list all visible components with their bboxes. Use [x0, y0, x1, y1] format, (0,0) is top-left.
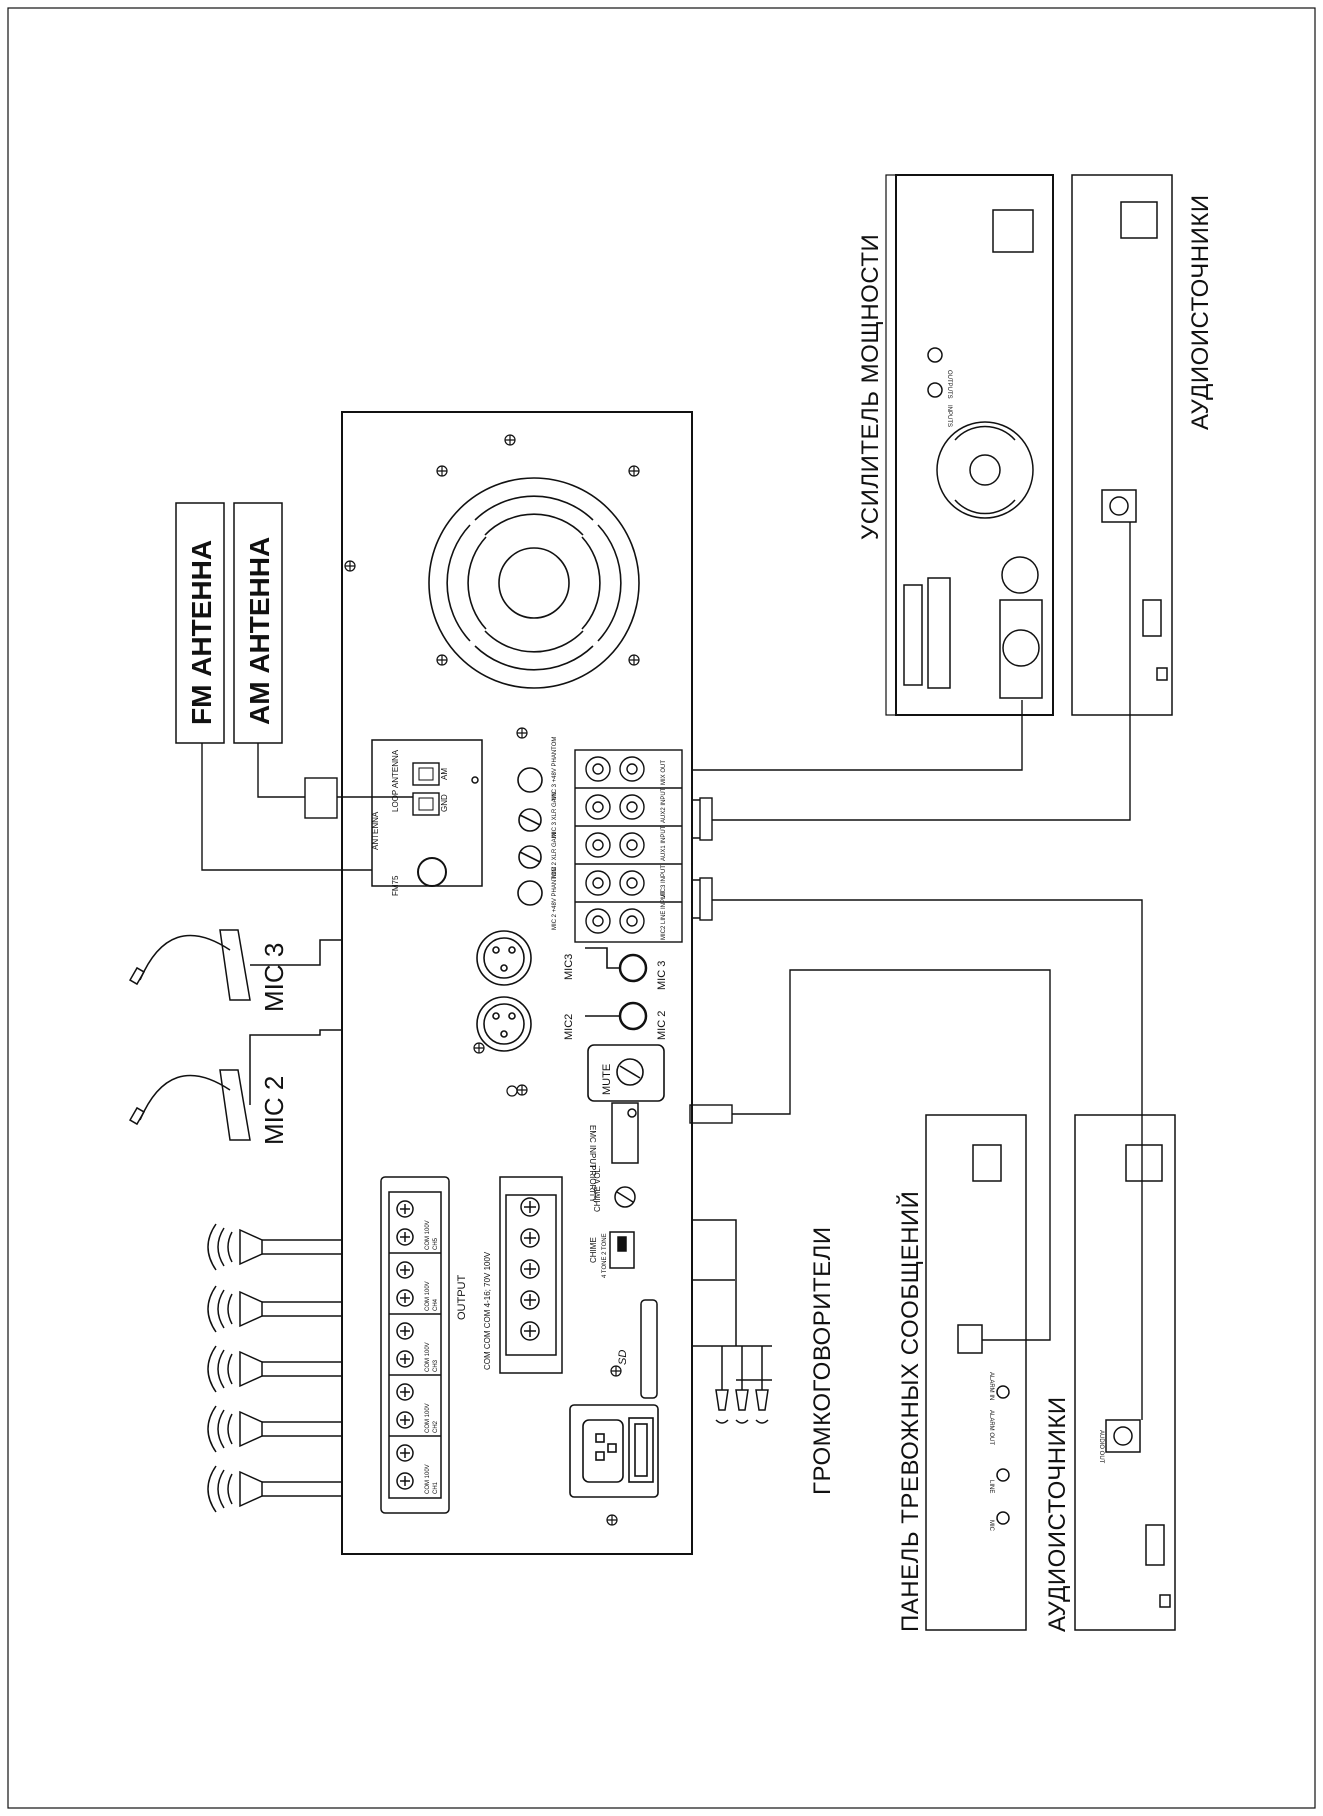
speakers-label: ГРОМКОГОВОРИТЕЛИ — [809, 1226, 836, 1495]
ch2-terms: COM 100V — [425, 1403, 431, 1433]
alarm-out-label: ALARM OUT — [988, 1410, 994, 1445]
main-amplifier-panel: ANTENNA FM75 LOOP ANTENNA GND AM MIC 3 +… — [341, 411, 693, 1555]
loop-antenna-label: LOOP ANTENNA — [391, 749, 400, 812]
mute-control — [587, 1044, 665, 1102]
aux1-input-label: AUX1 INPUT — [661, 825, 667, 861]
am-label: AM — [440, 768, 449, 780]
fan-grille — [428, 477, 640, 689]
page-border — [7, 7, 1316, 1809]
power-inlet — [569, 1404, 659, 1498]
mic3-port-label: MIC 3 — [656, 961, 668, 990]
ch4-label: CH4 — [433, 1298, 439, 1311]
antenna-wires — [201, 743, 413, 871]
ch5-label: CH5 — [433, 1237, 439, 1250]
chime-vol-label: CHIME VOL. — [593, 1166, 602, 1212]
alarm-panel — [925, 1114, 1027, 1631]
mic2-jack-label: MIC2 — [563, 1014, 575, 1040]
screw-icons — [344, 434, 640, 1526]
mic3-input-label: MIC3 INPUT — [661, 865, 667, 899]
com-row-label: COM COM COM 4-16; 70V 100V — [483, 1251, 492, 1370]
ch2-label: CH2 — [433, 1420, 439, 1433]
mic-label: MIC — [988, 1520, 994, 1532]
ch1-label: CH1 — [433, 1481, 439, 1494]
xlr-connectors — [476, 930, 648, 1052]
mic3-label: MIC 3 — [259, 943, 289, 1012]
audio-sources-bottom — [1074, 1114, 1176, 1631]
mute-label: MUTE — [601, 1064, 613, 1095]
mic2-xlr-gain-label: MIC 2 XLR GAIN — [552, 832, 558, 878]
mic3-microphone — [129, 929, 342, 1001]
emc-input-label: EMC INPUT — [588, 1125, 597, 1169]
am-antenna-label: AM АНТЕННА — [244, 537, 275, 725]
connection-wires — [689, 522, 1143, 1420]
amp-outputs-label: OUTPUTS — [946, 370, 952, 399]
antenna-label: ANTENNA — [371, 811, 380, 850]
sd-slot — [640, 1299, 658, 1399]
power-amp-label: УСИЛИТЕЛЬ МОЩНОСТИ — [857, 234, 884, 540]
alarm-panel-label: ПАНЕЛЬ ТРЕВОЖНЫХ СООБЩЕНИЙ — [896, 1191, 924, 1632]
ch3-label: CH3 — [433, 1359, 439, 1372]
channel-terminal-block — [380, 1176, 450, 1514]
aux2-input-label: AUX2 INPUT — [661, 787, 667, 823]
line-label: LINE — [988, 1480, 994, 1493]
audio-out-label: AUDIO OUT — [1098, 1430, 1104, 1464]
gain-controls — [517, 767, 543, 906]
mic2-label: MIC 2 — [259, 1076, 289, 1145]
fm-antenna-label: FM АНТЕННА — [186, 540, 217, 725]
rca-jack-block — [574, 749, 683, 943]
ch1-terms: COM 100V — [425, 1464, 431, 1494]
emc-terminal — [611, 1102, 639, 1164]
gnd-label: GND — [440, 794, 449, 812]
amp-inputs-label: INPUTS — [946, 405, 952, 427]
chime-tone-label: 4 TONE 2 TONE — [602, 1233, 608, 1278]
fm-antenna-box — [175, 502, 225, 744]
audio-sources-top-label: АУДИОИСТОЧНИКИ — [1187, 194, 1214, 430]
mix-out-label: MIX OUT — [661, 760, 667, 785]
fm75-label: FM75 — [391, 875, 400, 896]
audio-sources-bottom-label: АУДИОИСТОЧНИКИ — [1044, 1396, 1071, 1632]
antenna-block — [371, 739, 483, 887]
mic2-line-input-label: MIC2 LINE INPUT — [661, 891, 667, 940]
sd-label: SD — [617, 1350, 629, 1365]
chime-controls — [609, 1186, 636, 1269]
alarm-in-label: ALARM IN — [988, 1372, 994, 1400]
mic2-microphone — [129, 1029, 342, 1141]
audio-sources-top — [1071, 174, 1173, 716]
priority-label: PRIORITY — [588, 1165, 597, 1203]
ch5-terms: COM 100V — [425, 1220, 431, 1250]
mic2-port-label: MIC 2 — [656, 1011, 668, 1040]
mic3-xlr-gain-label: MIC 3 XLR GAIN — [552, 792, 558, 838]
output-terminal-block — [499, 1176, 563, 1374]
ch3-terms: COM 100V — [425, 1342, 431, 1372]
chime-label: CHIME — [589, 1237, 598, 1263]
mic3-phantom-label: MIC 3 +48V PHANTOM — [552, 737, 558, 800]
ch4-terms: COM 100V — [425, 1281, 431, 1311]
output-label: OUTPUT — [456, 1275, 468, 1321]
mic2-phantom-label: MIC 2 +48V PHANTOM — [552, 867, 558, 930]
bottom-speakers — [692, 1219, 772, 1424]
power-amplifier — [885, 174, 1054, 716]
mic3-jack-label: MIC3 — [563, 954, 575, 980]
left-speakers — [207, 1223, 342, 1513]
